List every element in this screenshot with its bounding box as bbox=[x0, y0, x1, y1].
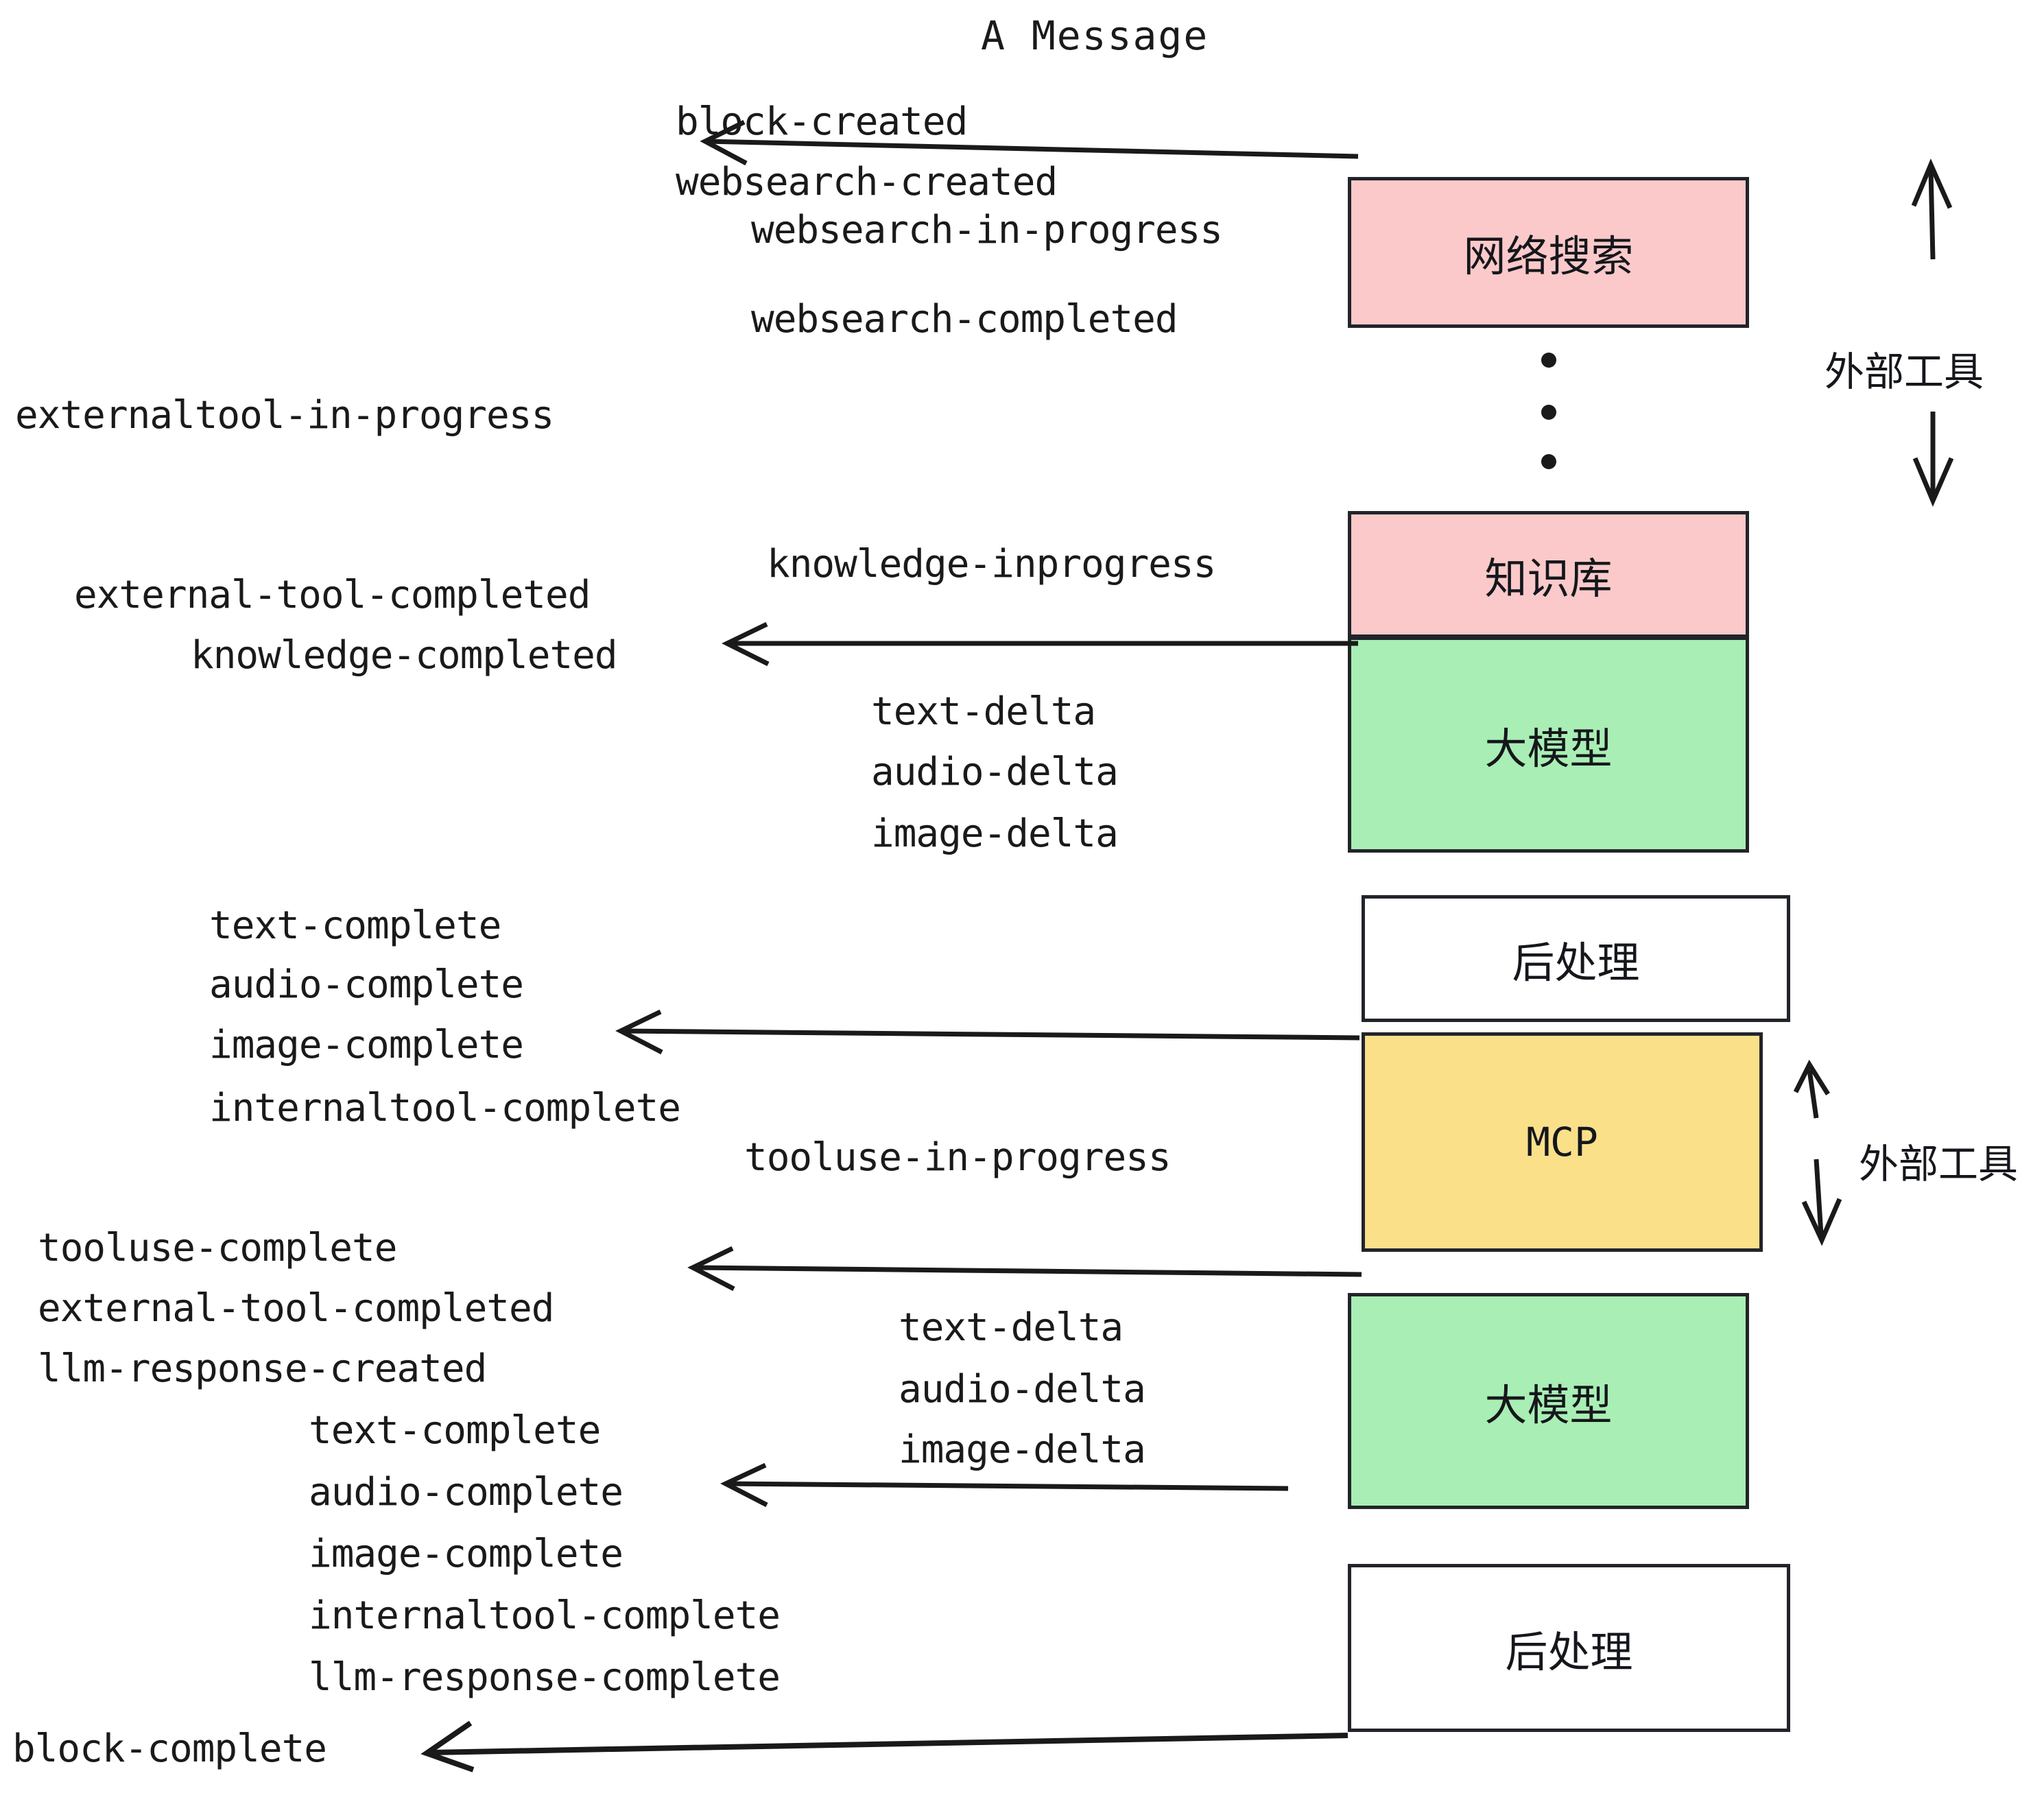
event-label-internaltool-complete-1: internaltool-complete bbox=[209, 1086, 681, 1130]
event-label-image-delta-1: image-delta bbox=[871, 811, 1119, 856]
event-label-image-complete-1: image-complete bbox=[209, 1023, 524, 1067]
bracket-label-external-tools-bottom: 外部工具 bbox=[1859, 1141, 2019, 1187]
event-label-websearch-completed: websearch-completed bbox=[751, 297, 1178, 342]
ellipsis-dot-2 bbox=[1541, 405, 1556, 420]
event-label-websearch-created: websearch-created bbox=[676, 160, 1058, 204]
event-label-text-complete-2: text-complete bbox=[309, 1408, 601, 1453]
event-label-tooluse-complete: tooluse-complete bbox=[38, 1226, 397, 1270]
node-websearch: 网络搜索 bbox=[1348, 177, 1749, 328]
node-llm-1: 大模型 bbox=[1348, 637, 1749, 853]
node-llm-2: 大模型 bbox=[1348, 1293, 1749, 1509]
arrow-to-knowledge-completed bbox=[722, 621, 1358, 667]
event-label-knowledge-inprogress: knowledge-inprogress bbox=[767, 542, 1216, 586]
ellipsis-dot-3 bbox=[1541, 454, 1556, 469]
node-postprocess-1: 后处理 bbox=[1362, 895, 1790, 1022]
event-label-externaltool-in-progress: externaltool-in-progress bbox=[15, 393, 554, 438]
event-label-external-tool-completed-1: external-tool-completed bbox=[74, 573, 591, 617]
event-label-llm-response-complete: llm-response-complete bbox=[309, 1655, 781, 1700]
event-label-knowledge-completed: knowledge-completed bbox=[191, 633, 618, 678]
event-label-text-complete-1: text-complete bbox=[209, 903, 501, 948]
event-label-image-delta-2: image-delta bbox=[899, 1427, 1146, 1472]
event-label-audio-delta-2: audio-delta bbox=[899, 1367, 1146, 1412]
event-label-text-delta-1: text-delta bbox=[871, 689, 1096, 734]
event-label-internaltool-complete-2: internaltool-complete bbox=[309, 1593, 781, 1638]
arrow-to-tooluse-complete bbox=[687, 1246, 1362, 1292]
arrow-to-block-complete bbox=[420, 1720, 1348, 1772]
external-tools-arrow-top bbox=[1911, 158, 1954, 507]
node-postprocess-2: 后处理 bbox=[1348, 1564, 1790, 1732]
external-tools-arrow-bottom bbox=[1793, 1059, 1842, 1246]
ellipsis-dot-1 bbox=[1541, 353, 1556, 368]
event-label-llm-response-created: llm-response-created bbox=[38, 1346, 487, 1391]
event-label-tooluse-in-progress: tooluse-in-progress bbox=[744, 1135, 1172, 1180]
arrow-to-image-complete bbox=[615, 1009, 1360, 1055]
node-mcp: MCP bbox=[1362, 1032, 1763, 1252]
node-knowledge: 知识库 bbox=[1348, 511, 1749, 638]
event-label-websearch-in-progress: websearch-in-progress bbox=[751, 208, 1223, 252]
event-label-block-complete: block-complete bbox=[12, 1726, 327, 1771]
bracket-label-external-tools-top: 外部工具 bbox=[1825, 348, 1984, 395]
event-label-block-created: block-created bbox=[676, 99, 968, 144]
event-label-image-complete-2: image-complete bbox=[309, 1532, 623, 1576]
event-label-text-delta-2: text-delta bbox=[899, 1305, 1124, 1350]
event-label-audio-delta-1: audio-delta bbox=[871, 750, 1119, 794]
event-label-external-tool-completed-2: external-tool-completed bbox=[38, 1286, 554, 1331]
event-label-audio-complete-2: audio-complete bbox=[309, 1470, 623, 1515]
page-title: A Message bbox=[981, 12, 1209, 59]
event-label-audio-complete-1: audio-complete bbox=[209, 962, 524, 1007]
